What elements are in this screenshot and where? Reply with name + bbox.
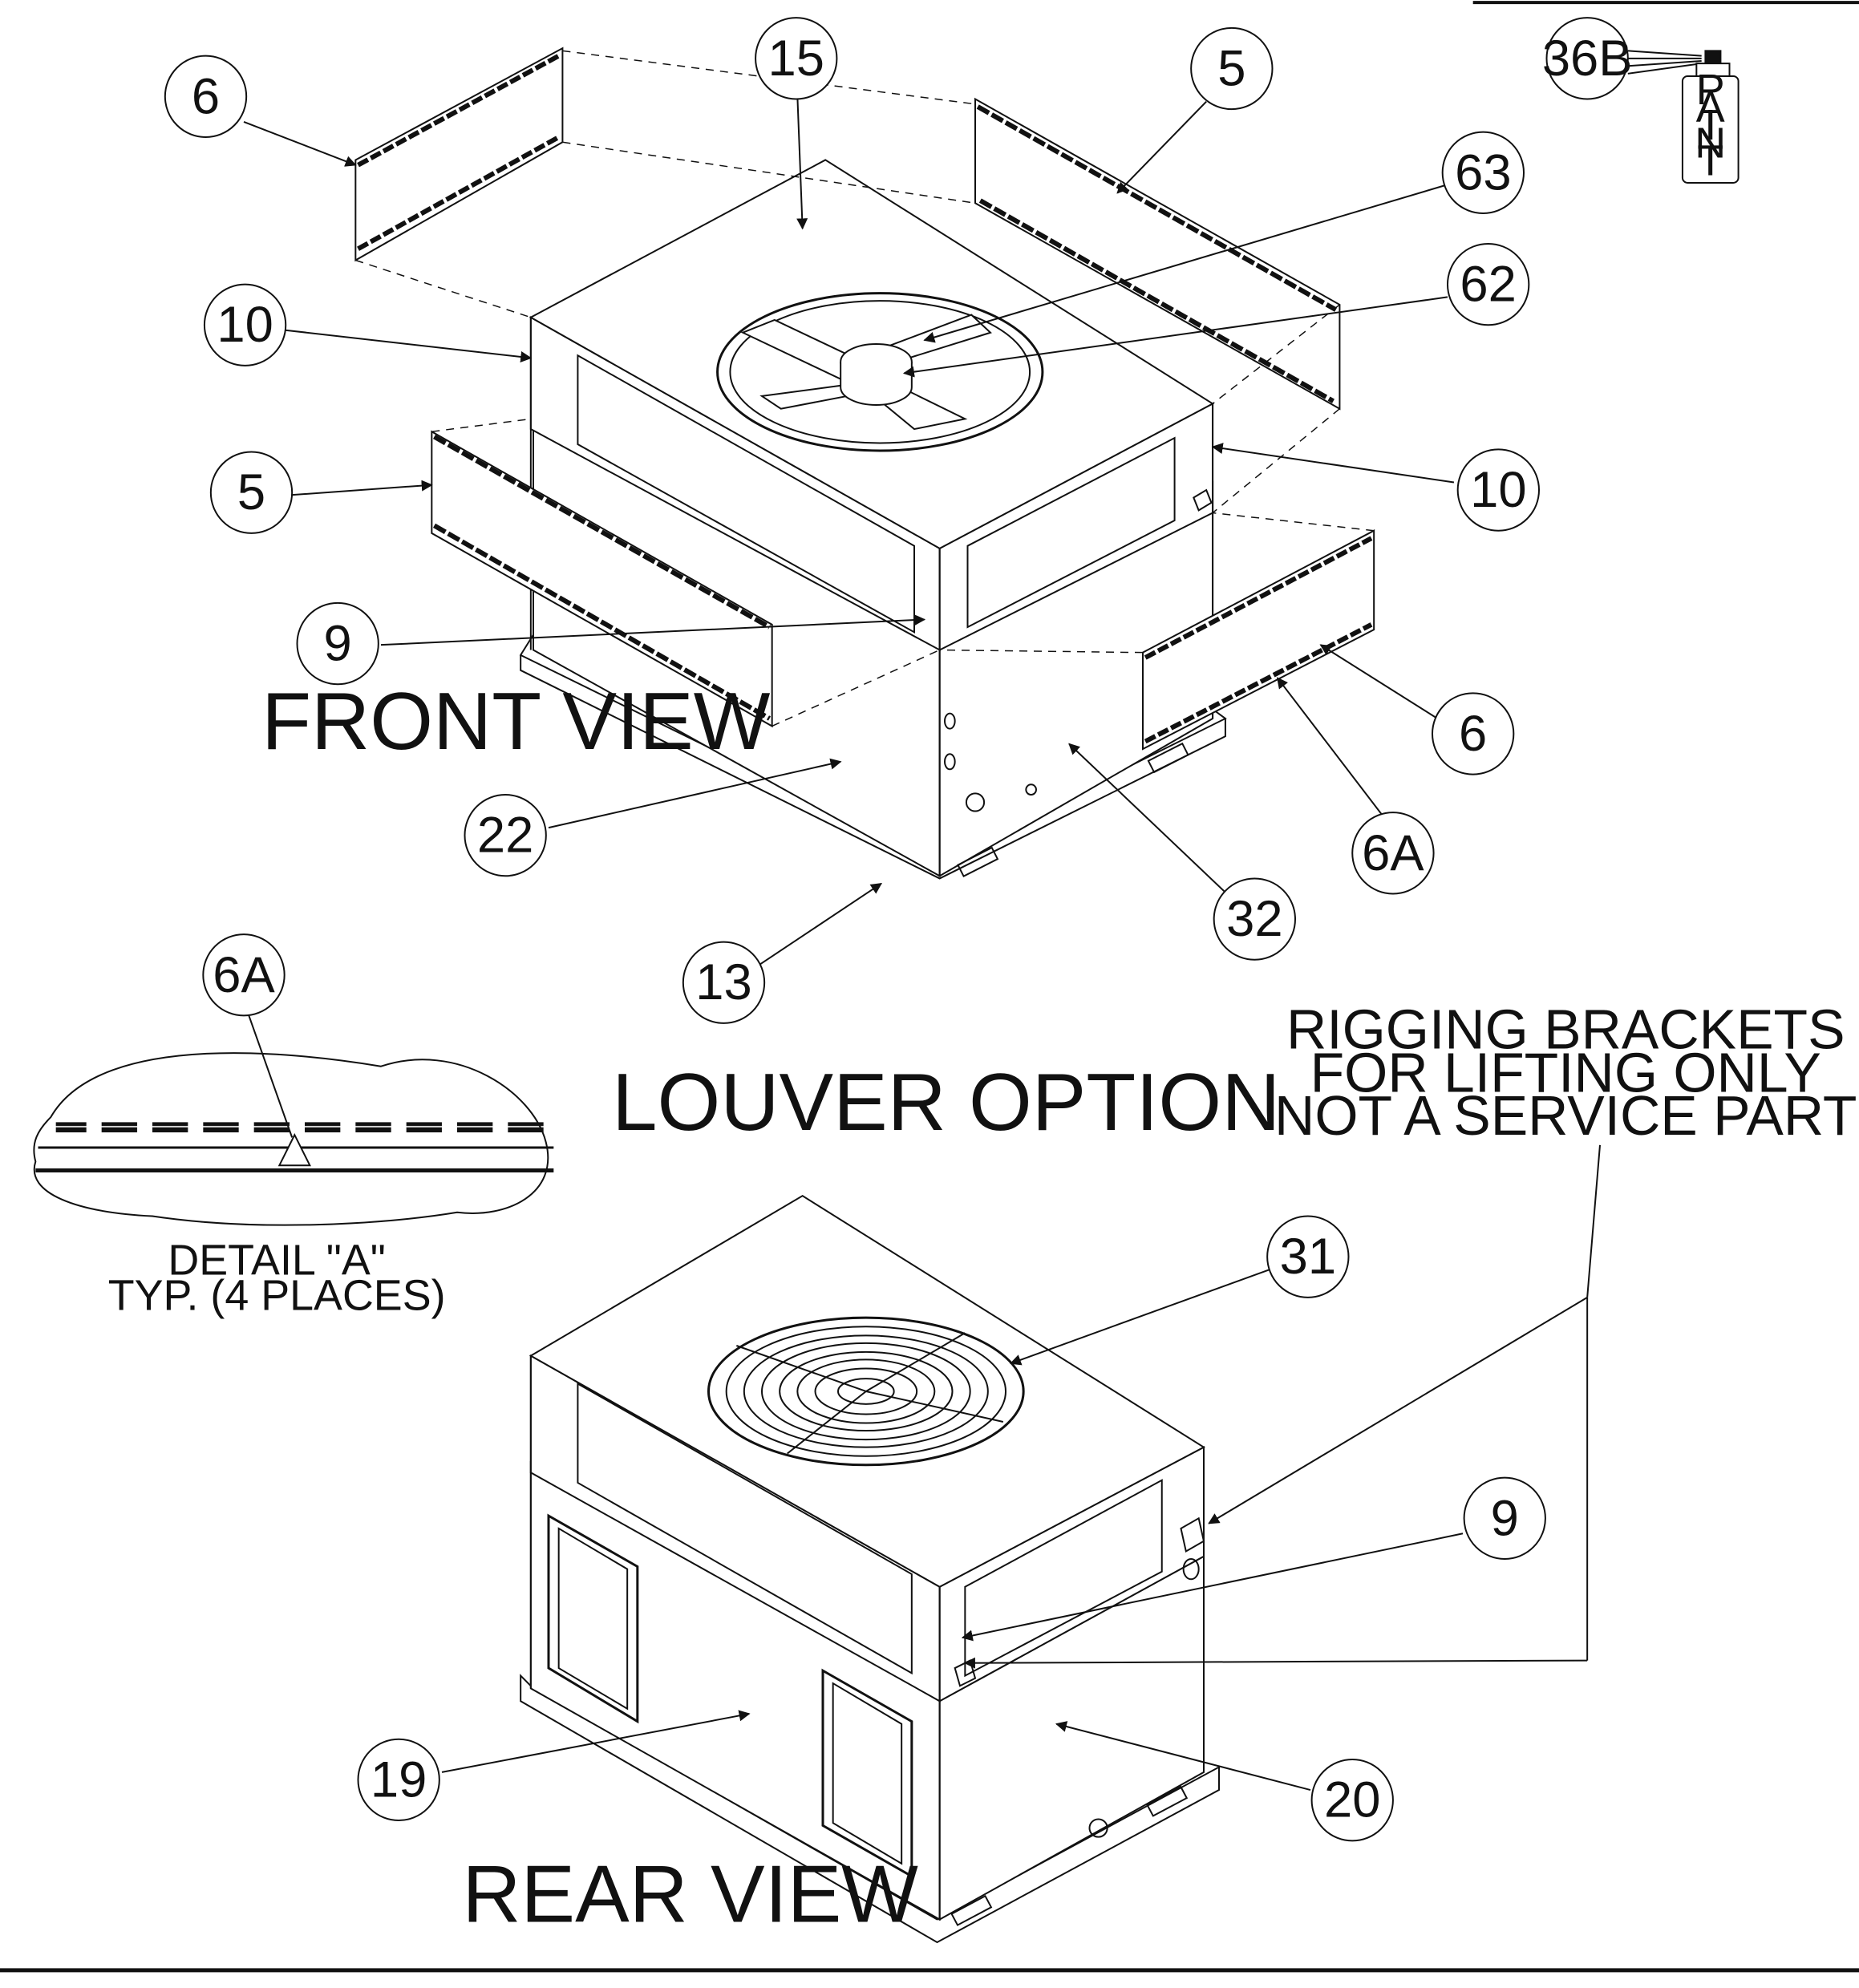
callout-label: 19 [371,1751,427,1808]
alignment-dashes [355,51,1374,726]
detail-a [34,1015,553,1225]
callout-label: 6A [1362,825,1424,881]
callout-label: 9 [324,616,352,672]
paint-letter: A [1696,83,1725,132]
callout-label: 10 [217,297,273,353]
callout-label: 36B [1542,30,1633,87]
callout-19: 19 [358,1739,439,1820]
front-view-label: FRONT VIEW [261,676,771,767]
duct-opening-left [549,1516,638,1721]
detail-a-caption-line1: DETAIL "A" [168,1236,385,1284]
paint-letter: P [1696,66,1725,114]
callout-label: 22 [477,808,533,864]
callout-label: 15 [768,30,824,87]
callout-32: 32 [1214,878,1295,959]
callout-31: 31 [1267,1217,1348,1298]
callout-label: 5 [237,464,265,520]
paint-letter: I [1704,101,1716,149]
paint-letter: N [1695,119,1726,167]
callout-label: 6A [213,947,275,1003]
callout-15: 15 [755,18,836,99]
callout-6-top-left: 6 [165,56,246,137]
rigging-note-line2: FOR LIFTING ONLY [1310,1041,1821,1103]
callout-6-right: 6 [1432,693,1513,774]
duct-opening-right [823,1670,912,1876]
callout-label: 31 [1280,1229,1336,1285]
rigging-note-line3: NOT A SERVICE PART [1274,1084,1857,1147]
callout-label: 63 [1455,144,1511,200]
callout-label: 62 [1460,257,1516,313]
callout-label: 5 [1217,40,1245,96]
callout-62: 62 [1448,244,1529,325]
rear-unit [520,1196,1219,1942]
paint-letter: T [1697,136,1723,184]
callout-13: 13 [683,942,764,1023]
callout-10-left: 10 [205,285,286,366]
callout-label: 6 [1459,706,1487,762]
callout-6a-detail: 6A [203,934,284,1015]
callout-63: 63 [1443,132,1524,213]
rear-view-label: REAR VIEW [462,1849,918,1940]
callout-label: 6 [192,68,220,124]
callout-9-rear: 9 [1464,1478,1545,1559]
callout-5-left: 5 [211,452,292,533]
callout-label: 9 [1491,1490,1519,1546]
leader-lines [244,51,1702,1790]
louver-option-label: LOUVER OPTION [612,1057,1280,1148]
callout-label: 10 [1470,462,1526,518]
detail-a-triangle [279,1135,310,1165]
callout-20: 20 [1312,1759,1393,1840]
callout-label: 32 [1226,891,1282,947]
fan-orifice [718,294,1043,451]
rigging-note-line1: RIGGING BRACKETS [1286,998,1845,1061]
detail-a-caption-line2: TYP. (4 PLACES) [108,1272,446,1320]
callout-6a-front: 6A [1352,812,1433,893]
callout-36b: 36B [1542,18,1633,99]
callout-label: 13 [695,954,751,1010]
paint-can-icon: P A I N T [1683,51,1739,184]
callout-22: 22 [465,795,546,876]
louver-panel-6-right [1143,531,1374,749]
callouts: 6 15 5 36B 63 62 10 10 [165,18,1633,1840]
callout-10-right: 10 [1458,449,1539,530]
louver-panels [355,48,1374,749]
callout-5-top-right: 5 [1191,28,1272,109]
fan-grille-31 [709,1318,1024,1465]
callout-label: 20 [1324,1772,1380,1828]
callout-9-front: 9 [298,603,379,684]
detail-a-cloud [34,1053,548,1225]
